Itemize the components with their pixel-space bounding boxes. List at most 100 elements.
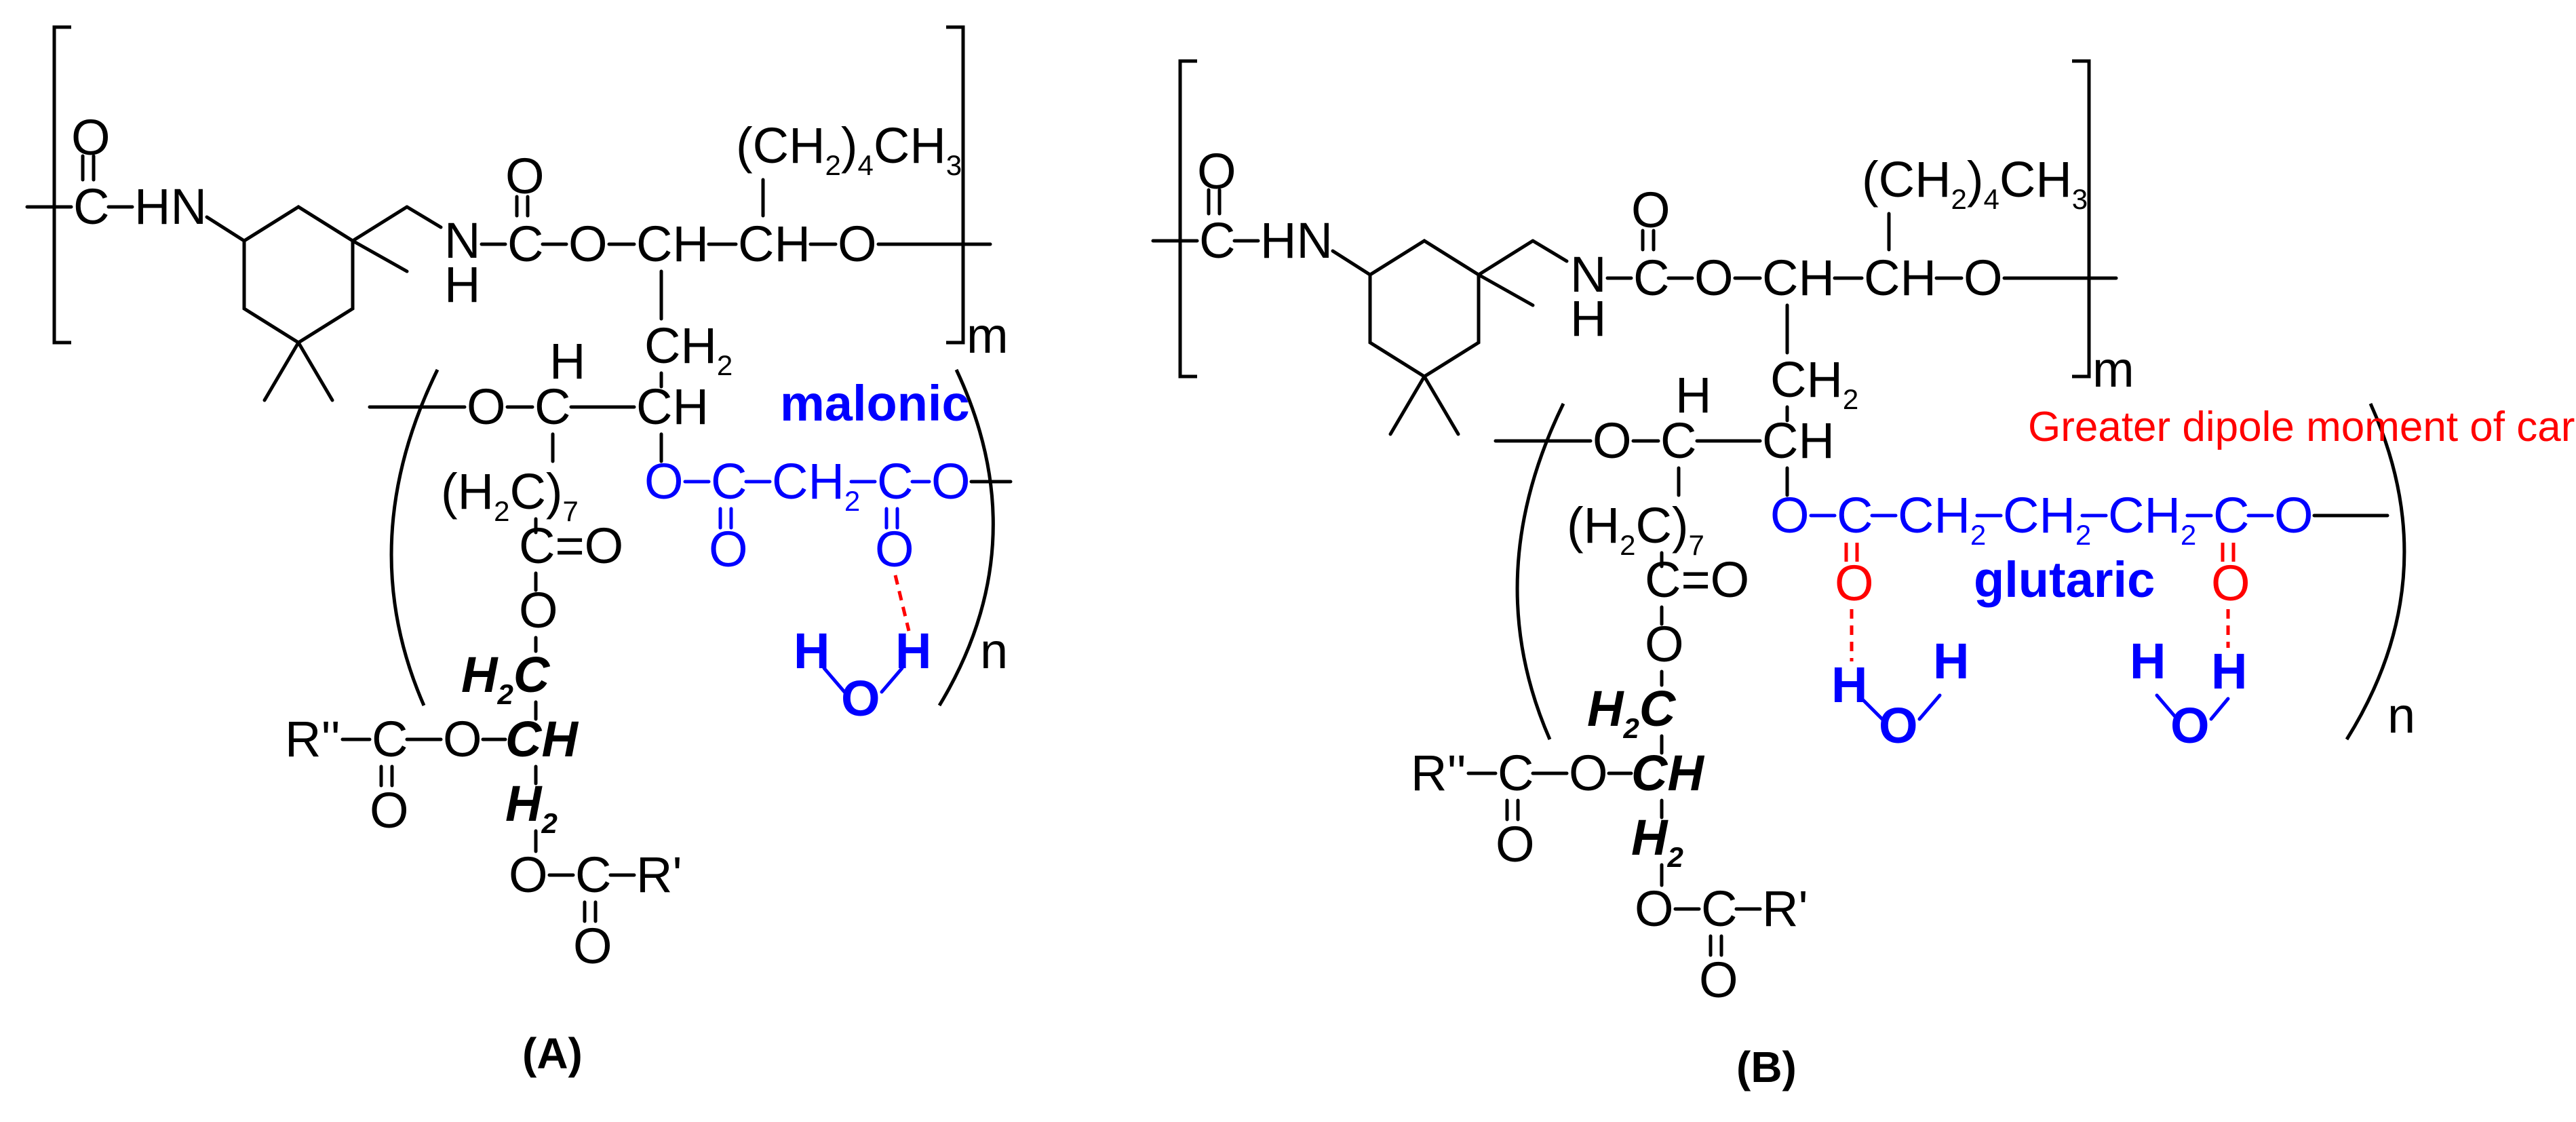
atom-c-a5: C <box>575 847 611 903</box>
atom-ch2-glycerol-a: H2 <box>505 775 558 839</box>
atom-h-a-n: H <box>444 256 480 313</box>
atom-ch-b3: CH <box>1762 412 1835 469</box>
atom-ch2-malonic: CH2 <box>772 453 860 517</box>
atom-c-b5: C <box>1701 881 1737 937</box>
panel-a: m C O HN N H C O O CH CH O (CH2)4 <box>25 25 1013 1078</box>
water-h1-b1: H <box>1831 657 1867 713</box>
bracket-a-right <box>946 25 965 345</box>
atom-o-a1: O <box>71 109 111 166</box>
repeat-n-b: n <box>2387 687 2415 743</box>
label-malonic: malonic <box>780 375 970 431</box>
water-h2-b1: H <box>1933 633 1969 689</box>
atom-n-b: N <box>1570 246 1606 303</box>
atom-h2c-glycerol-a: H2C <box>461 646 551 710</box>
atom-o-a7: O <box>370 782 409 838</box>
atom-ch2-a: CH2 <box>644 317 733 381</box>
atom-o-a5: O <box>467 379 506 435</box>
atom-o-b7: O <box>1496 816 1535 872</box>
atom-o-a10: O <box>573 918 612 974</box>
atom-c-malonic-1: C <box>711 453 747 509</box>
caption-a: (A) <box>522 1029 583 1078</box>
atom-h-a2: H <box>549 333 585 389</box>
atom-o-glutaric-1: O <box>1770 487 1810 543</box>
atom-rpp-b: R'' <box>1411 745 1466 801</box>
atom-o-a3: O <box>568 216 608 272</box>
bracket-a-left <box>52 25 71 345</box>
atom-o-malonic-1: O <box>644 453 684 509</box>
panel-b: m C O HN N H C O O CH CH O (CH2)4CH3 CH2 <box>1151 59 2576 1091</box>
atom-o-b5: O <box>1593 412 1632 469</box>
atom-o-a2: O <box>505 148 545 204</box>
atom-ch-a2: CH <box>738 216 811 272</box>
atom-ch2-b: CH2 <box>1770 351 1858 415</box>
atom-ch2-glutaric-1: CH2 <box>1898 487 1986 551</box>
atom-hn-a: HN <box>134 178 207 235</box>
water-h2-b2: H <box>2211 643 2247 699</box>
atom-ch2-glutaric-3: CH2 <box>2108 487 2196 551</box>
atom-c-a1: C <box>73 178 109 235</box>
atom-c-malonic-2: C <box>877 453 913 509</box>
atom-co-b: C=O <box>1645 552 1749 608</box>
atom-rp-a: R' <box>636 847 682 903</box>
paren-b-right <box>2345 402 2406 741</box>
atom-o-a8: O <box>443 711 482 767</box>
atom-o-a4: O <box>838 216 877 272</box>
atom-o-b8: O <box>1569 745 1608 801</box>
atom-o-b2: O <box>1631 182 1671 238</box>
annotation-dipole: Greater dipole moment of carbonyl <box>2028 404 2576 450</box>
atom-rp-b: R' <box>1762 881 1808 937</box>
atom-o-malonic-4: O <box>931 453 971 509</box>
atom-c-glutaric-2: C <box>2213 487 2249 543</box>
atom-n-a: N <box>444 212 480 269</box>
atom-c-glutaric-1: C <box>1837 487 1873 543</box>
paren-a-right <box>937 368 995 707</box>
water-h1-b2: H <box>2130 633 2166 689</box>
atom-ch2-glutaric-2: CH2 <box>2003 487 2091 551</box>
side-chain-b: (CH2)4CH3 <box>1862 151 2088 215</box>
atom-co-a: C=O <box>519 518 623 574</box>
atom-c-b2: C <box>1633 250 1669 306</box>
atom-ch-glycerol-b: CH <box>1631 745 1704 801</box>
paren-a-left <box>389 368 440 707</box>
atom-o-malonic-3: O <box>875 521 914 577</box>
atom-h2c7-a: (H2C)7 <box>441 463 579 527</box>
label-glutaric: glutaric <box>1974 552 2155 608</box>
atom-o-glutaric-carbonyl-1: O <box>1835 555 1874 611</box>
atom-o-a6: O <box>519 582 558 638</box>
atom-h-b2: H <box>1675 367 1711 423</box>
atom-ch-b1: CH <box>1762 250 1835 306</box>
atom-o-b10: O <box>1699 952 1738 1008</box>
atom-ch2-glycerol-b: H2 <box>1631 809 1683 873</box>
atom-o-b9: O <box>1635 881 1674 937</box>
atom-c-b4: C <box>1498 745 1534 801</box>
repeat-m-b: m <box>2092 341 2134 398</box>
atom-o-glutaric-4: O <box>2274 487 2314 543</box>
atom-o-a9: O <box>509 847 548 903</box>
atom-h-b-n: H <box>1570 290 1606 347</box>
atom-c-a3: C <box>534 379 570 435</box>
bracket-b-left <box>1178 59 1197 379</box>
caption-b: (B) <box>1736 1043 1797 1091</box>
atom-h2c-glycerol-b: H2C <box>1587 680 1677 744</box>
side-chain-a: (CH2)4CH3 <box>736 117 962 181</box>
atom-c-b3: C <box>1660 412 1696 469</box>
atom-rpp-a: R'' <box>285 711 340 767</box>
atom-c-a2: C <box>507 216 543 272</box>
atom-c-b1: C <box>1199 212 1235 269</box>
water-o-b1: O <box>1879 697 1918 754</box>
atom-c-a4: C <box>372 711 408 767</box>
atom-o-malonic-2: O <box>709 521 748 577</box>
paren-b-left <box>1515 402 1565 741</box>
water-o-b2: O <box>2170 697 2210 754</box>
atom-o-b4: O <box>1964 250 2003 306</box>
atom-hn-b: HN <box>1260 212 1333 269</box>
atom-o-glutaric-carbonyl-2: O <box>2211 555 2250 611</box>
atom-ch-b2: CH <box>1864 250 1936 306</box>
water-o-a: O <box>841 670 880 727</box>
bracket-b-right <box>2072 59 2091 379</box>
atom-h2c7-b: (H2C)7 <box>1567 497 1704 561</box>
atom-o-b6: O <box>1645 616 1684 672</box>
atom-ch-glycerol-a: CH <box>505 711 579 767</box>
